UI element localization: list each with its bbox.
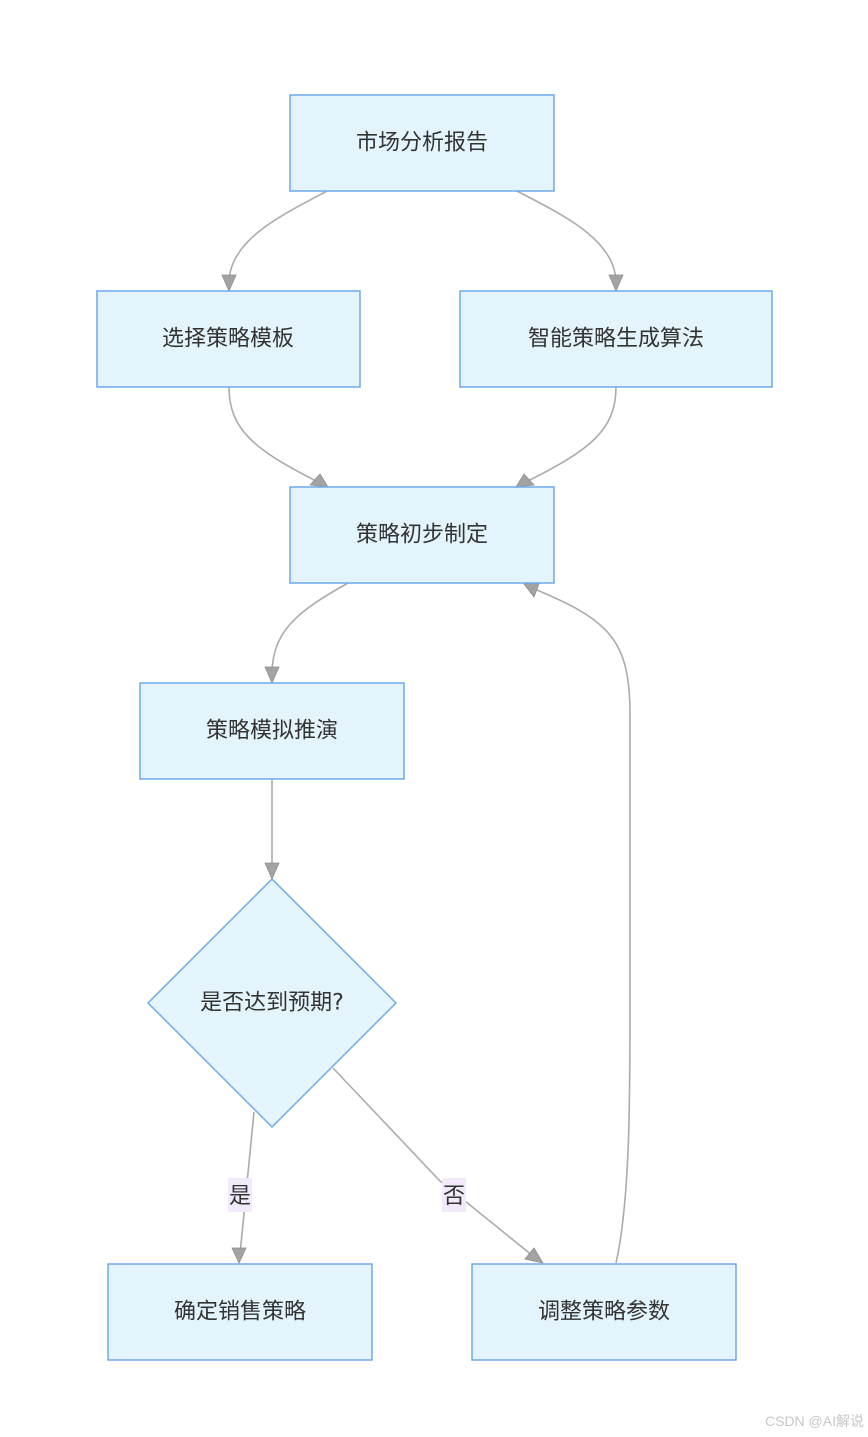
node-adjust-params-label: 调整策略参数 — [538, 1300, 670, 1325]
node-confirm-strategy-label: 确定销售策略 — [174, 1300, 306, 1325]
edge-label-yes: 是 — [228, 1178, 252, 1212]
arrowhead-adjust — [524, 1247, 544, 1264]
edge-report-to-algorithm — [516, 190, 617, 283]
watermark: CSDN @AI解说 — [765, 1413, 864, 1429]
arrowhead-confirm — [231, 1247, 247, 1264]
edge-label-no: 否 — [442, 1178, 466, 1212]
node-initial-strategy: 策略初步制定 — [289, 486, 555, 584]
arrowhead-simulation — [264, 666, 280, 684]
node-smart-algorithm-label: 智能策略生成算法 — [528, 327, 704, 352]
node-market-report: 市场分析报告 — [289, 94, 555, 192]
arrowhead-initial-left — [309, 473, 329, 488]
arrowhead-template — [221, 274, 237, 292]
edge-report-to-template — [228, 190, 328, 283]
arrowhead-initial-right — [515, 473, 535, 488]
arrowhead-algorithm — [608, 274, 624, 292]
node-smart-algorithm: 智能策略生成算法 — [459, 290, 773, 388]
node-simulation: 策略模拟推演 — [139, 682, 405, 780]
node-initial-strategy-label: 策略初步制定 — [356, 523, 488, 548]
node-decision: 是否达到预期? — [146, 877, 398, 1129]
arrowheads — [221, 274, 624, 1264]
node-simulation-label: 策略模拟推演 — [206, 719, 338, 744]
node-select-template-label: 选择策略模板 — [162, 327, 294, 352]
edge-label-no-text: 否 — [443, 1184, 465, 1209]
node-adjust-params: 调整策略参数 — [471, 1263, 737, 1361]
edges — [228, 190, 631, 1264]
node-market-report-label: 市场分析报告 — [356, 131, 488, 156]
node-confirm-strategy: 确定销售策略 — [107, 1263, 373, 1361]
edge-label-yes-text: 是 — [229, 1184, 251, 1209]
edge-template-to-initial — [228, 386, 319, 483]
edge-decision-to-adjust — [332, 1067, 534, 1257]
arrowhead-decision — [264, 862, 280, 880]
edge-algorithm-to-initial — [525, 386, 617, 483]
edge-adjust-to-initial — [531, 587, 631, 1264]
node-select-template: 选择策略模板 — [96, 290, 361, 388]
node-decision-label: 是否达到预期? — [200, 991, 344, 1016]
edge-initial-to-simulation — [271, 582, 349, 675]
